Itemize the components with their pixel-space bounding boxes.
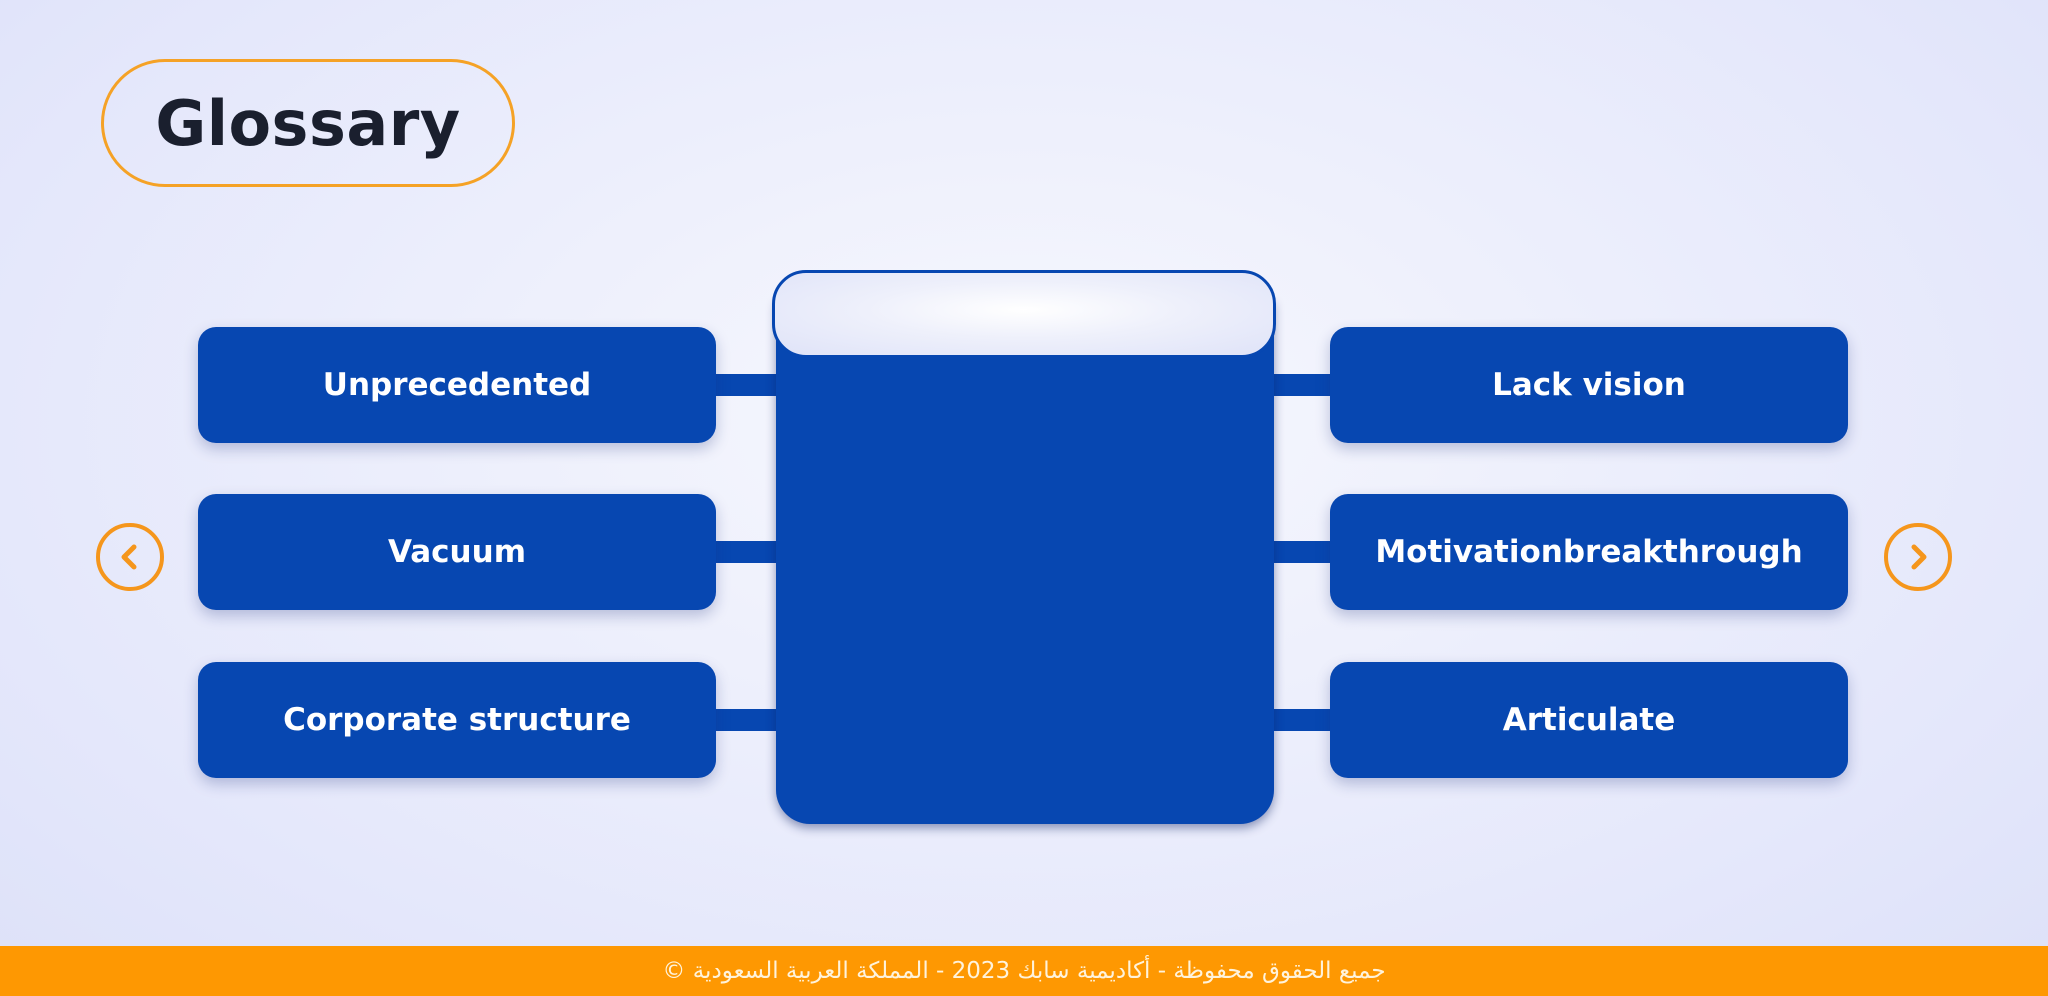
page-title-pill: Glossary [101,59,515,187]
previous-button[interactable] [96,523,164,591]
term-card-motivationbreakthrough[interactable]: Motivationbreakthrough [1330,494,1848,610]
page-title: Glossary [155,86,461,160]
connector-right-2 [1270,541,1334,563]
chevron-left-icon [121,544,137,570]
term-card-lack-vision[interactable]: Lack vision [1330,327,1848,443]
term-label: Articulate [1502,702,1676,738]
term-label: Corporate structure [283,702,631,738]
term-label: Vacuum [387,534,527,570]
next-button[interactable] [1884,523,1952,591]
term-card-vacuum[interactable]: Vacuum [198,494,716,610]
connector-left-1 [714,374,780,396]
footer-copyright: جميع الحقوق محفوظة - أكاديمية سابك 2023 … [662,958,1386,984]
term-label: Lack vision [1492,367,1686,403]
term-card-unprecedented[interactable]: Unprecedented [198,327,716,443]
center-panel-header [772,270,1276,358]
connector-left-2 [714,541,780,563]
footer-bar: جميع الحقوق محفوظة - أكاديمية سابك 2023 … [0,946,2048,996]
term-card-corporate-structure[interactable]: Corporate structure [198,662,716,778]
connector-left-3 [714,709,780,731]
term-label: Motivationbreakthrough [1375,534,1803,570]
term-label: Unprecedented [322,367,592,403]
chevron-right-icon [1911,544,1927,570]
center-definition-panel [776,300,1274,824]
term-card-articulate[interactable]: Articulate [1330,662,1848,778]
connector-right-3 [1270,709,1334,731]
connector-right-1 [1270,374,1334,396]
